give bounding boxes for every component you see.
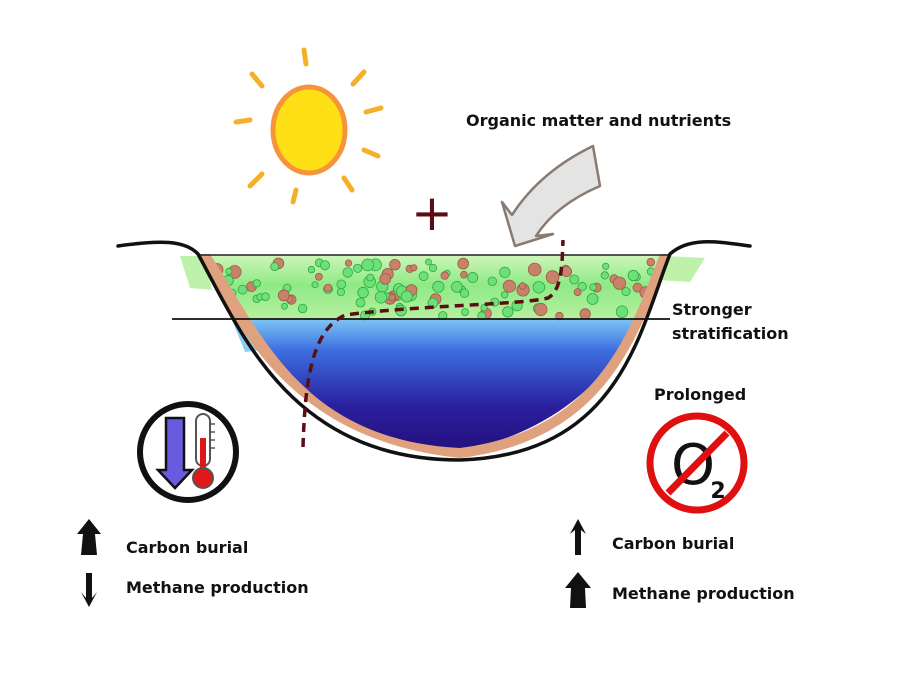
sediment-particle bbox=[460, 270, 468, 279]
sediment-particle bbox=[534, 302, 548, 317]
algae-particle bbox=[270, 262, 280, 272]
algae-particle bbox=[237, 284, 248, 295]
carbon-burial-label-left: Carbon burial bbox=[126, 538, 249, 557]
algae-particle bbox=[500, 291, 509, 299]
sediment-particle bbox=[518, 282, 527, 290]
methane-production-label-left: Methane production bbox=[126, 578, 309, 597]
sediment-particle bbox=[612, 276, 627, 290]
algae-particle bbox=[432, 280, 445, 293]
algae-particle bbox=[311, 281, 319, 289]
sediment-particle bbox=[440, 271, 449, 280]
algae-particle bbox=[467, 271, 479, 283]
stratification-label-line2: stratification bbox=[672, 324, 789, 343]
algae-particle bbox=[281, 302, 288, 310]
sediment-particle bbox=[646, 257, 656, 267]
algae-particle bbox=[480, 303, 488, 312]
algae-particle bbox=[425, 258, 432, 266]
algae-particle bbox=[366, 273, 375, 282]
algae-particle bbox=[361, 258, 375, 272]
sediment-particle bbox=[314, 272, 323, 281]
algae-particle bbox=[307, 265, 316, 274]
algae-particle bbox=[459, 288, 470, 298]
algae-particle bbox=[319, 260, 330, 271]
basin-outline bbox=[116, 240, 752, 462]
algae-particle bbox=[428, 263, 438, 273]
sediment-particle bbox=[579, 308, 591, 320]
no-oxygen-icon: O 2 bbox=[646, 412, 748, 514]
carbon-burial-thin-up-arrow-right bbox=[570, 519, 586, 555]
algae-particle bbox=[577, 281, 587, 292]
stratification-label-line1: Stronger bbox=[672, 300, 752, 319]
algae-particle bbox=[342, 267, 353, 278]
algae-particle bbox=[600, 271, 609, 280]
algae-particle bbox=[355, 297, 366, 308]
curved-arrow-icon bbox=[500, 144, 602, 248]
algae-particle bbox=[353, 263, 363, 273]
methane-large-up-arrow-right bbox=[565, 572, 591, 608]
carbon-burial-large-up-arrow-left bbox=[77, 519, 101, 555]
thermometer-decrease-icon bbox=[137, 401, 239, 503]
algae-particle bbox=[621, 287, 631, 297]
algae-particle bbox=[532, 281, 546, 294]
algae-particle bbox=[252, 279, 261, 288]
plus-sign: + bbox=[411, 184, 453, 242]
sediment-particle bbox=[555, 311, 564, 321]
algae-particle bbox=[225, 267, 233, 275]
algae-particle bbox=[374, 291, 388, 304]
algae-particle bbox=[627, 269, 639, 282]
algae-particle bbox=[502, 306, 514, 318]
methane-thin-down-arrow-left bbox=[81, 573, 97, 607]
sediment-particle bbox=[379, 273, 392, 285]
sediment-particle bbox=[344, 259, 353, 267]
algae-particle bbox=[499, 266, 511, 278]
organic-matter-label: Organic matter and nutrients bbox=[466, 111, 732, 130]
sediment-particle bbox=[389, 259, 401, 271]
algae-particle bbox=[451, 280, 463, 293]
sediment-particle bbox=[502, 279, 516, 293]
sediment-particle bbox=[457, 257, 470, 270]
o2-subscript: 2 bbox=[710, 479, 725, 504]
algae-particle bbox=[461, 308, 469, 317]
sediment-particle bbox=[573, 288, 582, 297]
algae-particle bbox=[602, 262, 610, 270]
sediment-particle bbox=[323, 283, 333, 293]
carbon-burial-label-right: Carbon burial bbox=[612, 534, 735, 553]
algae-particle bbox=[261, 292, 270, 302]
sediment-particle bbox=[388, 293, 396, 302]
algae-particle bbox=[569, 274, 580, 285]
sediment-particle bbox=[410, 264, 418, 272]
sediment-particle bbox=[277, 289, 290, 302]
algae-particle bbox=[586, 293, 599, 305]
algae-particle bbox=[418, 271, 429, 282]
stratification-label: Stronger stratification bbox=[672, 298, 802, 346]
algae-particle bbox=[297, 303, 308, 314]
algae-particle bbox=[615, 305, 629, 318]
algae-particle bbox=[336, 287, 345, 297]
methane-production-label-right: Methane production bbox=[612, 584, 795, 603]
sediment-layer bbox=[198, 254, 670, 458]
algae-particle bbox=[400, 290, 413, 303]
algae-particle bbox=[487, 276, 498, 287]
sun-icon bbox=[233, 47, 384, 205]
algae-particle bbox=[589, 283, 597, 291]
prolonged-label: Prolonged bbox=[654, 385, 747, 404]
sediment-particle bbox=[527, 262, 542, 277]
oxygen-profile-curve bbox=[301, 239, 565, 448]
sediment-particle bbox=[545, 270, 560, 284]
algae-particle bbox=[357, 286, 369, 299]
algae-particle bbox=[336, 279, 347, 290]
